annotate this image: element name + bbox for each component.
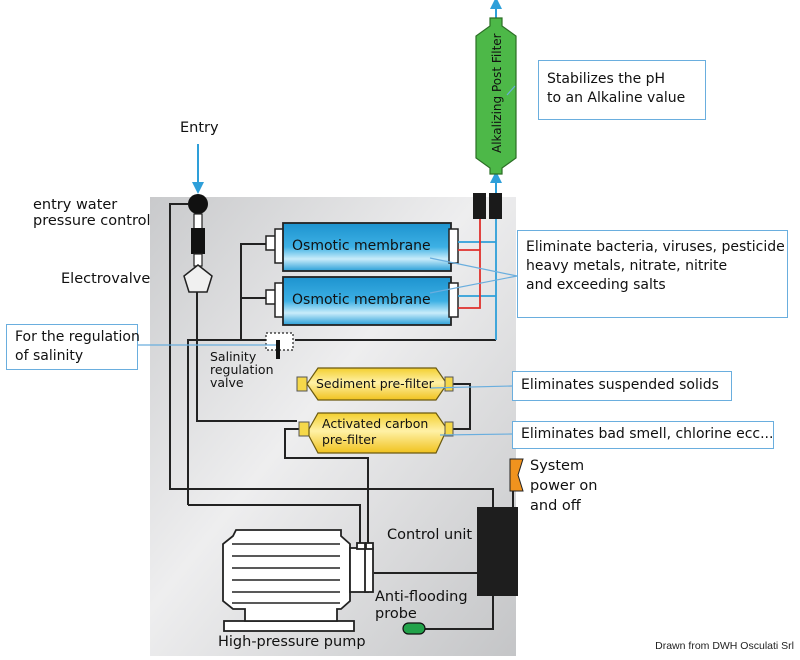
alkalizing-post-filter: [475, 17, 517, 175]
callout-salinity: For the regulation of salinity: [6, 324, 140, 370]
entry-label: Entry: [180, 120, 219, 136]
callout-membrane-line3: and exceeding salts: [526, 277, 666, 293]
entry-pressure-control-label-line1: entry water: [33, 197, 118, 213]
callout-carbon-text: Eliminates bad smell, chlorine ecc...: [521, 426, 774, 442]
callout-salinity-line2: of salinity: [15, 348, 84, 364]
callout-membrane-line1: Eliminate bacteria, viruses, pesticide: [526, 239, 785, 255]
sediment-filter-label: Sediment pre-filter: [316, 376, 434, 391]
control-unit: [477, 507, 518, 596]
electrovalve-body: [191, 228, 205, 254]
salinity-valve-label-line1: Salinity: [210, 349, 257, 364]
membrane-outlet-lines: [458, 218, 497, 340]
callout-ph: Stabilizes the pH to an Alkaline value: [538, 60, 706, 120]
callout-ph-line1: Stabilizes the pH: [547, 71, 666, 87]
callout-ph-line2: to an Alkaline value: [547, 90, 686, 106]
system-power-label-line1: System: [530, 458, 585, 474]
anti-flooding-probe-label-line2: probe: [375, 606, 417, 622]
power-switch[interactable]: [509, 458, 524, 492]
membrane-2-label: Osmotic membrane: [292, 292, 431, 308]
post-filter-label: Alkalizing Post Filter: [490, 33, 504, 153]
high-pressure-pump: [222, 529, 374, 632]
outlet-block-1: [473, 193, 486, 219]
pump-fins: [232, 543, 340, 604]
salinity-valve-label-line3: valve: [210, 375, 244, 390]
salinity-valve-label-line2: regulation: [210, 362, 274, 377]
system-power-label-line2: power on: [530, 478, 598, 494]
electrovalve-pentagon: [183, 264, 213, 293]
outlet-block-2: [489, 193, 502, 219]
anti-flooding-probe-label-line1: Anti-flooding: [375, 589, 468, 605]
callout-membrane-line2: heavy metals, nitrate, nitrite: [526, 258, 728, 274]
callout-leaders: [138, 85, 518, 436]
activated-carbon-pre-filter: [298, 412, 454, 454]
callout-membrane: Eliminate bacteria, viruses, pesticide h…: [517, 230, 788, 318]
control-unit-label: Control unit: [387, 527, 473, 543]
carbon-filter-label-line1: Activated carbon: [322, 416, 429, 431]
sediment-pre-filter: [296, 367, 454, 401]
carbon-filter-label-line2: pre-filter: [322, 432, 377, 447]
callout-salinity-line1: For the regulation: [15, 329, 140, 345]
callout-sediment: Eliminates suspended solids: [512, 371, 732, 401]
electrovalve-label: Electrovalve: [61, 271, 151, 287]
membrane-1-label: Osmotic membrane: [292, 238, 431, 254]
callout-sediment-text: Eliminates suspended solids: [521, 377, 719, 393]
callout-carbon: Eliminates bad smell, chlorine ecc...: [512, 421, 774, 449]
entry-pressure-control: [188, 194, 208, 214]
system-power-label-line3: and off: [530, 498, 581, 514]
high-pressure-pump-label: High-pressure pump: [218, 634, 366, 650]
anti-flooding-probe: [402, 622, 426, 635]
credit-text: Drawn from DWH Osculati Srl: [655, 640, 794, 652]
osmotic-membrane-2: [265, 276, 459, 326]
pipes: [169, 203, 514, 630]
entry-pressure-control-label-line2: pressure control: [33, 213, 151, 229]
osmotic-membrane-1: [265, 222, 459, 272]
